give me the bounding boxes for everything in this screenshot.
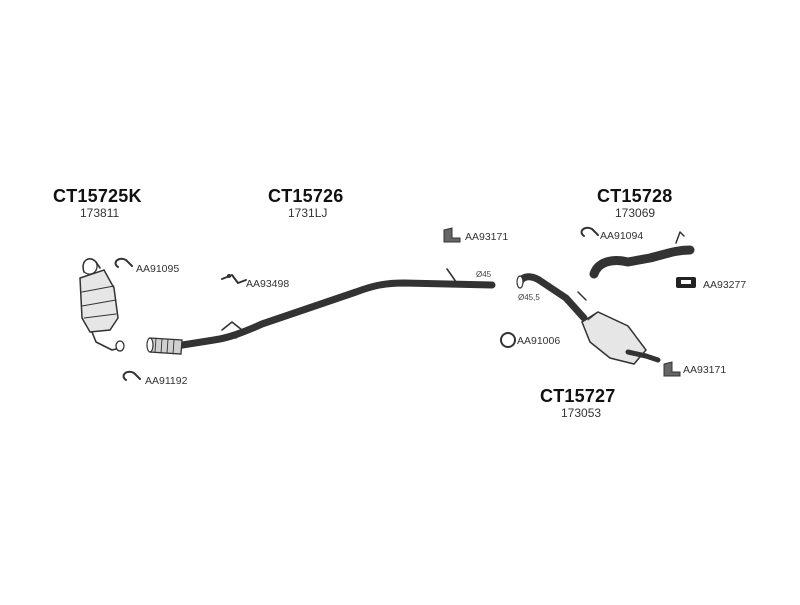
- tail-pipe-part-code: CT15728: [597, 186, 673, 206]
- rubber-mount-aa93277-label: AA93277: [703, 279, 747, 291]
- hanger-aa93498-label: AA93498: [246, 278, 290, 290]
- rubber-mount-aa93277-drawing: [676, 277, 696, 288]
- middle-pipe-drawing: [146, 268, 496, 355]
- hanger-aa93498-drawing: [221, 274, 247, 284]
- mount-aa93171-lower-drawing: [663, 361, 681, 377]
- clamp-aa91192-label: AA91192: [145, 375, 188, 387]
- clamp-aa91095-label: AA91095: [136, 263, 180, 275]
- middle-pipe-oem-number: 1731LJ: [288, 206, 328, 220]
- rear-silencer-part-code: CT15727: [540, 386, 616, 406]
- clamp-aa91095-drawing: [114, 257, 133, 268]
- clamp-aa91192-drawing: [122, 370, 141, 381]
- catalyst-part-code: CT15725K: [53, 186, 142, 206]
- middle-pipe-part-code: CT15726: [268, 186, 344, 206]
- mount-aa93171-upper-drawing: [443, 227, 461, 243]
- catalytic-converter-drawing: [79, 258, 125, 352]
- tail-pipe-drawing: [589, 231, 695, 279]
- silencer-inlet-diameter: Ø45,5: [518, 293, 540, 302]
- catalyst-oem-number: 173811: [80, 206, 120, 220]
- rear-silencer-drawing: [516, 273, 661, 365]
- clamp-aa91006-label: AA91006: [517, 335, 561, 347]
- mount-aa93171-lower-label: AA93171: [683, 364, 727, 376]
- pipe-outlet-diameter: Ø45: [476, 270, 492, 279]
- tail-pipe-oem-number: 173069: [615, 206, 656, 220]
- mount-aa93171-upper-label: AA93171: [465, 231, 509, 243]
- rear-silencer-oem-number: 173053: [561, 406, 602, 420]
- clamp-aa91094-label: AA91094: [600, 230, 644, 242]
- clamp-aa91094-drawing: [580, 226, 599, 237]
- clamp-aa91006-drawing: [500, 332, 516, 348]
